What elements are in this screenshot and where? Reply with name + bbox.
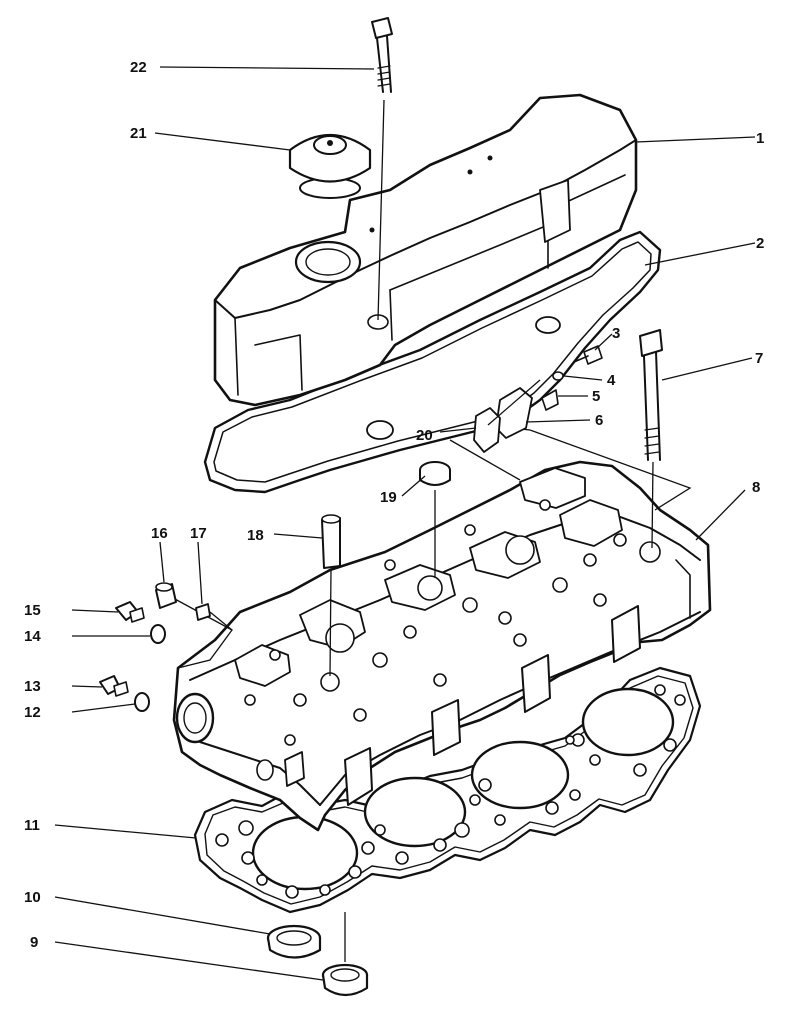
callout-16: 16 bbox=[151, 525, 168, 542]
plug-washer-upper bbox=[150, 624, 166, 644]
rocker-cover-gasket bbox=[203, 230, 662, 494]
callout-4: 4 bbox=[607, 372, 616, 389]
cylinder-head bbox=[172, 460, 712, 832]
callout-labels: 22 21 1 2 3 7 4 5 6 20 19 8 18 16 17 15 … bbox=[24, 59, 764, 951]
callout-8: 8 bbox=[752, 479, 760, 496]
breather-gasket bbox=[473, 407, 501, 453]
callout-14: 14 bbox=[24, 628, 41, 645]
plug-bolt-lower bbox=[99, 675, 129, 697]
callout-5: 5 bbox=[592, 388, 600, 405]
valve-guide bbox=[321, 514, 341, 677]
plug-washer-lower bbox=[134, 692, 150, 712]
rocker-cover bbox=[213, 93, 638, 407]
callout-19: 19 bbox=[380, 489, 397, 506]
callout-3: 3 bbox=[612, 325, 620, 342]
callout-12: 12 bbox=[24, 704, 41, 721]
small-plug bbox=[195, 603, 211, 621]
callout-10: 10 bbox=[24, 889, 41, 906]
callout-9: 9 bbox=[30, 934, 38, 951]
breather-washer bbox=[552, 371, 564, 381]
breather-bolt bbox=[573, 345, 603, 365]
callout-11: 11 bbox=[24, 817, 40, 834]
head-bolt bbox=[639, 329, 663, 549]
valve-seat-insert-lower bbox=[321, 963, 369, 997]
callout-22: 22 bbox=[130, 59, 147, 76]
callout-1: 1 bbox=[756, 130, 764, 147]
cover-bolt bbox=[371, 17, 393, 321]
callout-2: 2 bbox=[756, 235, 764, 252]
plug-bolt-upper bbox=[115, 601, 145, 623]
callout-18: 18 bbox=[247, 527, 264, 544]
callout-leaders bbox=[54, 66, 756, 981]
core-plug bbox=[155, 582, 177, 609]
callout-13: 13 bbox=[24, 678, 41, 695]
callout-17: 17 bbox=[190, 525, 207, 542]
callout-7: 7 bbox=[755, 350, 763, 367]
callout-21: 21 bbox=[130, 125, 147, 142]
breather-nipple bbox=[541, 389, 559, 411]
callout-20: 20 bbox=[416, 427, 433, 444]
callout-15: 15 bbox=[24, 602, 41, 619]
oil-filler-cap bbox=[288, 133, 372, 199]
valve-seat-insert-upper bbox=[266, 924, 322, 959]
callout-6: 6 bbox=[595, 412, 603, 429]
